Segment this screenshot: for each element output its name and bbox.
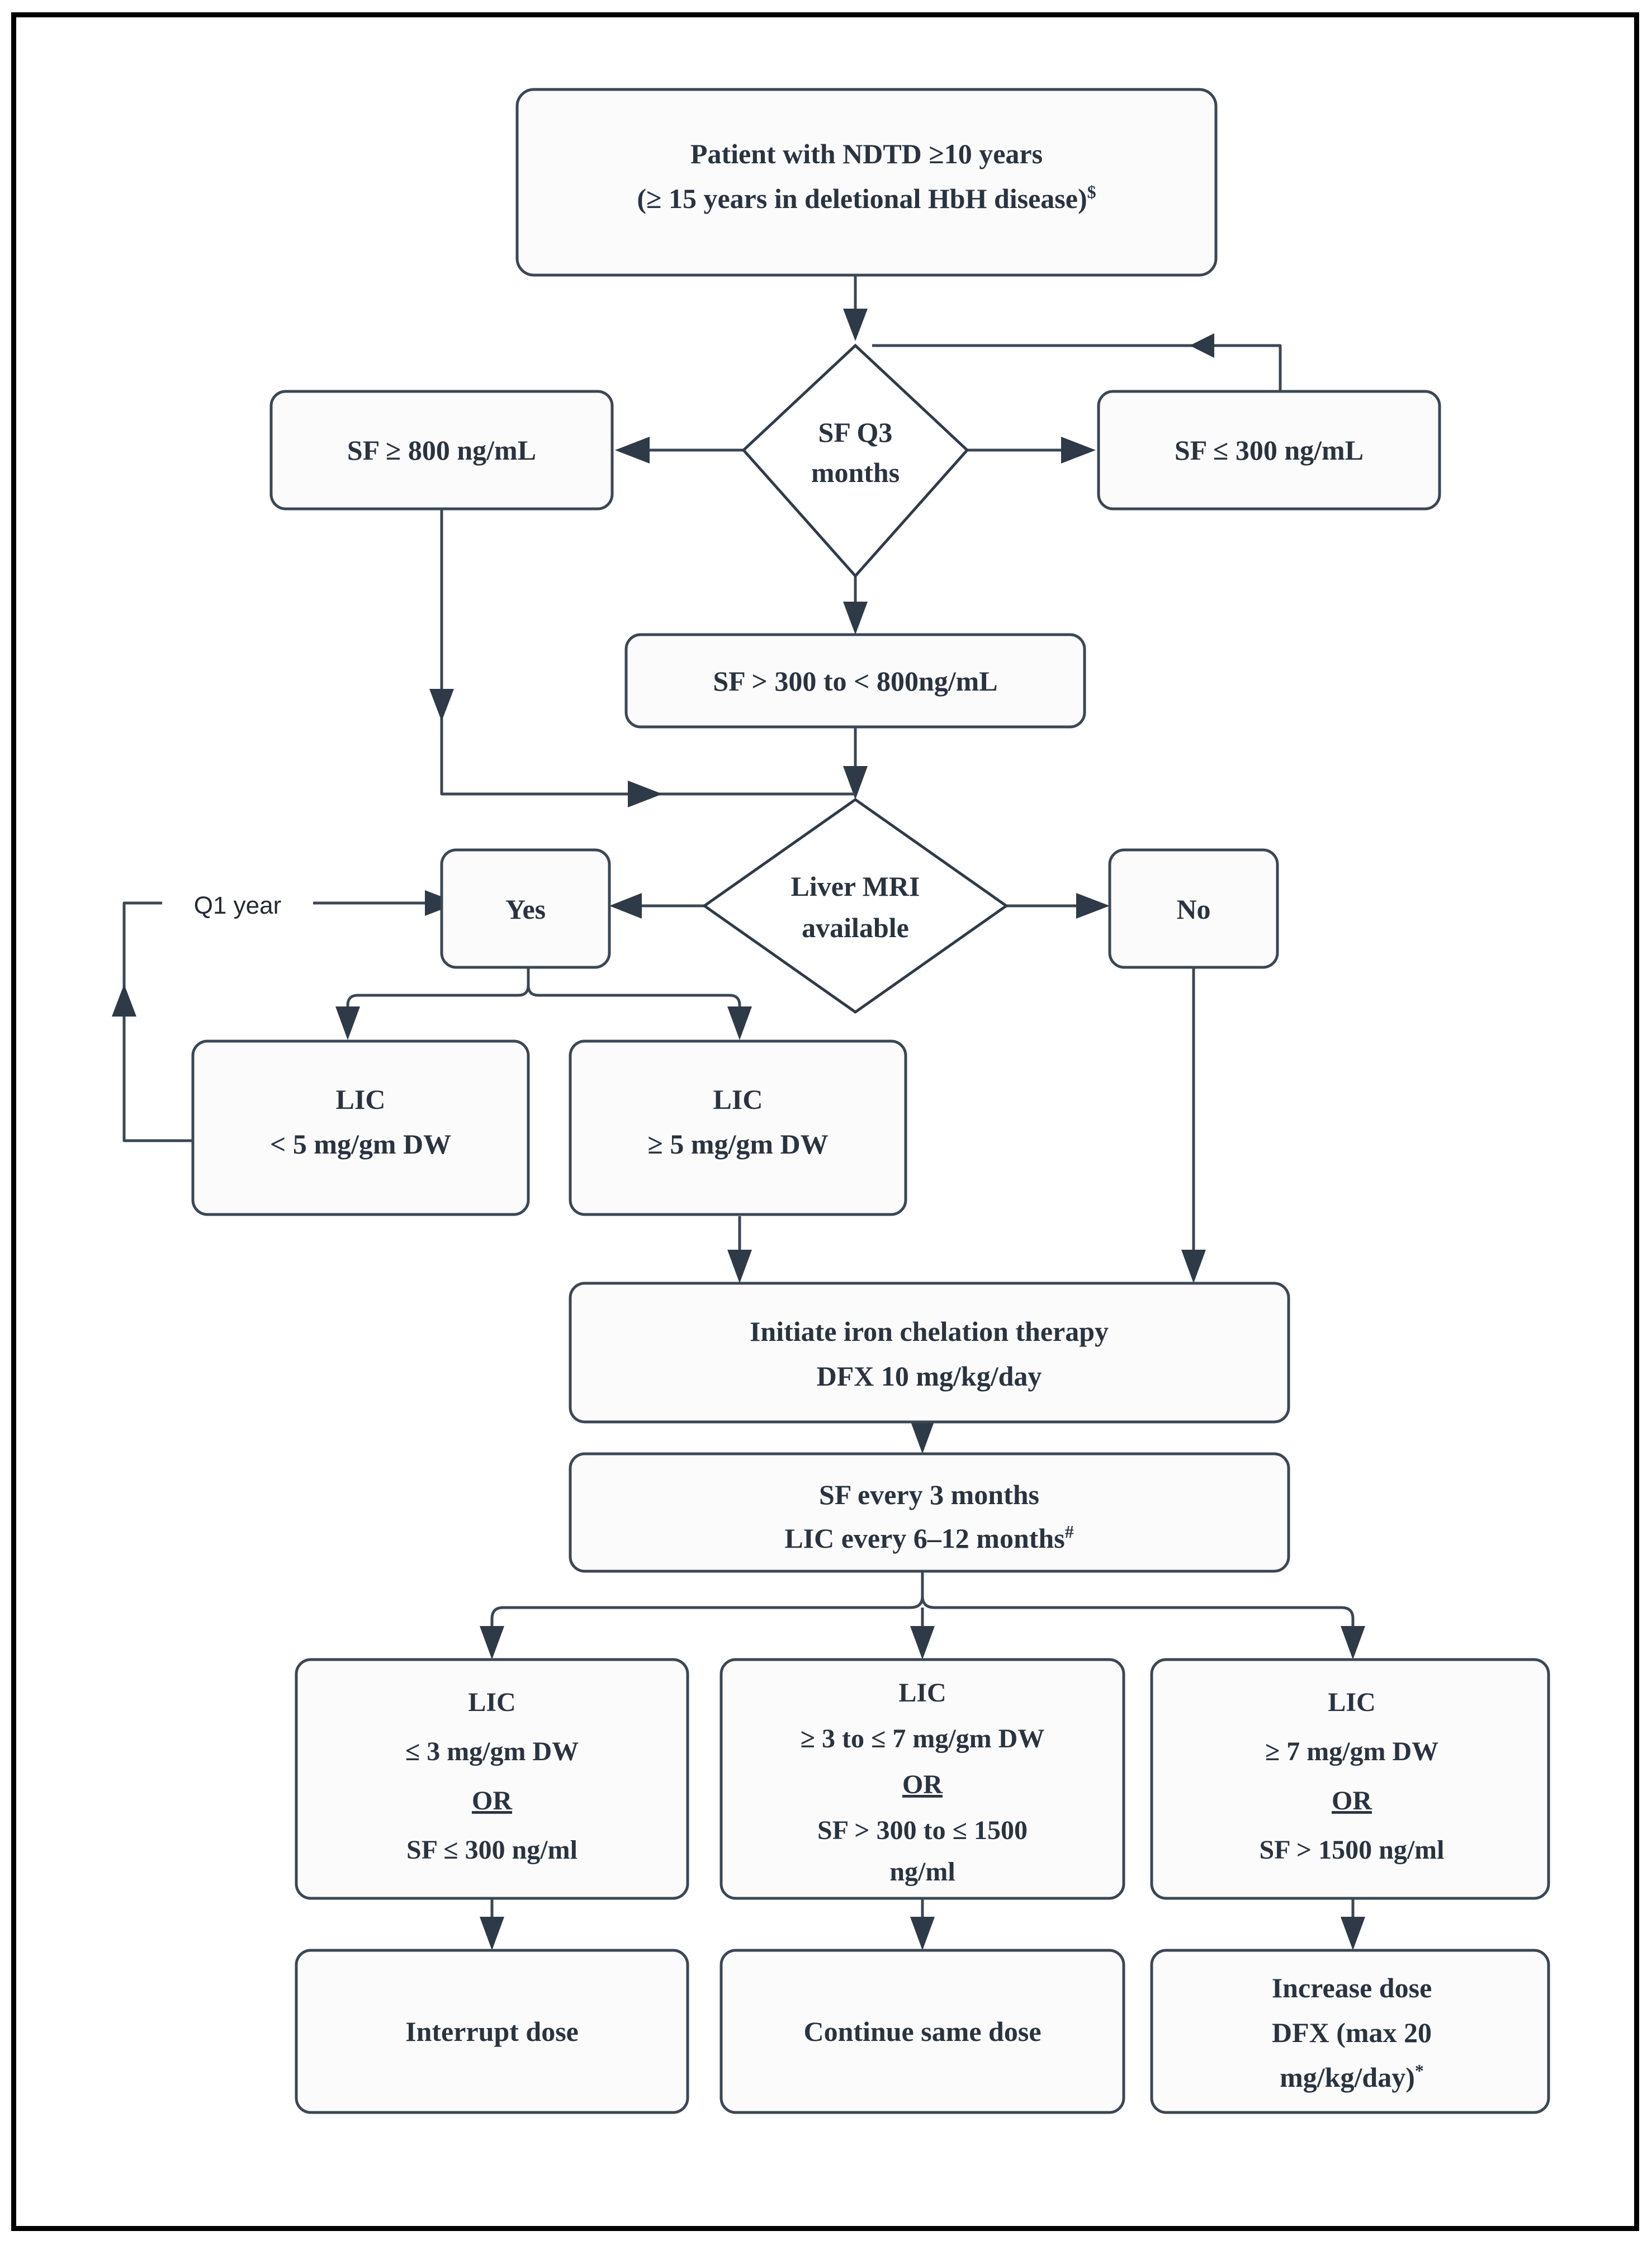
node-high-band-shape[interactable] [1150,1658,1550,1900]
node-initiate-chelation-line1: Initiate iron chelation therapy [750,1316,1109,1347]
node-initiate-chelation-shape[interactable] [569,1282,1290,1424]
node-sf-q3-line2: months [811,457,900,488]
edge-no-to-initiate [1181,967,1206,1283]
node-patient-line2: (≥ 15 years in deletional HbH disease)$ [637,182,1096,214]
node-liver-mri-diamond[interactable]: Liver MRI available [702,797,1009,1014]
node-interrupt-dose-shape[interactable] [295,1949,689,2114]
node-mid-band-shape[interactable] [720,1658,1125,1900]
node-sf-le-300-shape[interactable] [1097,390,1441,511]
node-lic-ge-5-shape[interactable] [569,1039,907,1216]
node-no-shape[interactable] [1108,848,1279,969]
node-lic-lt-5-line1: LIC [336,1084,386,1115]
node-increase-dose-shape[interactable] [1150,1949,1550,2114]
edge-sf800-to-livermri [429,509,855,807]
node-low-band-shape[interactable] [295,1658,689,1900]
node-increase-dose-line1: Increase dose [1272,1972,1432,2003]
edge-sf300-feedback-loop [872,333,1282,391]
edge-yes-fork [335,967,752,1040]
node-yes[interactable]: Yes [440,848,611,969]
node-liver-mri-line2: available [802,912,909,943]
node-low-band[interactable]: LIC ≤ 3 mg/gm DW OR SF ≤ 300 ng/ml [295,1658,689,1900]
edge-mid-to-continue [910,1898,935,1950]
node-monitoring-line2: LIC every 6–12 months# [784,1521,1073,1554]
node-high-band[interactable]: LIC ≥ 7 mg/gm DW OR SF > 1500 ng/ml [1150,1658,1550,1900]
q1-year-label-text: Q1 year [194,892,282,919]
page-border-frame [11,12,1639,2231]
edge-livermri-to-no [1005,893,1110,919]
node-lic-lt-5-line2: < 5 mg/gm DW [270,1128,451,1160]
node-sf-ge-800-label: SF ≥ 800 ng/mL [347,434,536,466]
node-patient-shape[interactable] [515,88,1218,277]
node-sf-q3-shape[interactable] [741,343,969,578]
node-continue-dose[interactable]: Continue same dose [720,1949,1125,2114]
node-patient[interactable]: Patient with NDTD ≥10 years (≥ 15 years … [515,88,1218,277]
node-liver-mri-line1: Liver MRI [791,871,920,902]
node-high-band-line4: SF > 1500 ng/ml [1260,1835,1445,1865]
edge-sfq3-to-sf300 [966,437,1096,464]
edge-monitor-fork [480,1571,1365,1660]
edge-label-q1-year: Q1 year [162,882,313,924]
node-yes-shape[interactable] [440,848,611,969]
node-no[interactable]: No [1108,848,1279,969]
node-sf-q3-line1: SF Q3 [818,417,893,448]
node-interrupt-dose-label: Interrupt dose [405,2016,579,2047]
node-lic-ge-5-line2: ≥ 5 mg/gm DW [647,1128,828,1160]
node-interrupt-dose[interactable]: Interrupt dose [295,1949,689,2114]
node-mid-band-line3: OR [902,1770,943,1799]
node-initiate-chelation[interactable]: Initiate iron chelation therapy DFX 10 m… [569,1282,1290,1424]
node-sf-ge-800[interactable]: SF ≥ 800 ng/mL [269,390,614,511]
node-increase-dose-line2: DFX (max 20 [1272,2017,1432,2048]
edge-livermri-to-yes [609,893,706,919]
edge-sfq3-to-sf800 [615,437,745,464]
edge-sfq3-to-sfmid [843,576,868,635]
node-continue-dose-label: Continue same dose [803,2016,1041,2047]
node-sf-mid-range-shape[interactable] [624,633,1086,729]
node-sf-mid-range-label: SF > 300 to < 800ng/mL [713,665,997,697]
node-liver-mri-shape[interactable] [702,797,1009,1014]
edge-lic-ge5-to-initiate [727,1216,752,1283]
node-mid-band-line4: SF > 300 to ≤ 1500 [817,1816,1028,1845]
node-continue-dose-shape[interactable] [720,1949,1125,2114]
node-high-band-line1: LIC [1328,1688,1375,1717]
node-initiate-chelation-line2: DFX 10 mg/kg/day [817,1360,1042,1392]
node-monitoring[interactable]: SF every 3 months LIC every 6–12 months# [569,1452,1290,1573]
edge-sfmid-to-livermri [843,727,868,800]
node-monitoring-shape[interactable] [569,1452,1290,1573]
node-high-band-line2: ≥ 7 mg/gm DW [1265,1737,1438,1766]
node-mid-band-line2: ≥ 3 to ≤ 7 mg/gm DW [801,1724,1045,1754]
node-increase-dose-line3: mg/kg/day)* [1280,2060,1424,2093]
node-low-band-line3: OR [472,1786,513,1816]
node-yes-label: Yes [505,894,546,925]
node-monitoring-line1: SF every 3 months [819,1479,1039,1510]
edge-high-to-increase [1341,1898,1365,1950]
node-increase-dose[interactable]: Increase dose DFX (max 20 mg/kg/day)* [1150,1949,1550,2114]
node-low-band-line2: ≤ 3 mg/gm DW [405,1737,579,1766]
node-sf-le-300-label: SF ≤ 300 ng/mL [1175,434,1364,466]
node-mid-band-line1: LIC [898,1678,946,1708]
node-no-label: No [1176,894,1210,925]
node-lic-lt-5-shape[interactable] [191,1039,530,1216]
edge-low-to-interrupt [480,1898,504,1950]
node-lic-ge-5-line1: LIC [713,1084,763,1115]
node-sf-mid-range[interactable]: SF > 300 to < 800ng/mL [624,633,1086,729]
node-low-band-line1: LIC [468,1688,515,1717]
node-sf-q3-diamond[interactable]: SF Q3 months [741,343,969,578]
q1-year-label-bg [162,882,313,924]
edge-patient-to-sfq3 [843,275,868,341]
node-sf-le-300[interactable]: SF ≤ 300 ng/mL [1097,390,1441,511]
node-patient-line1: Patient with NDTD ≥10 years [690,138,1043,169]
node-mid-band[interactable]: LIC ≥ 3 to ≤ 7 mg/gm DW OR SF > 300 to ≤… [720,1658,1125,1900]
node-lic-ge-5[interactable]: LIC ≥ 5 mg/gm DW [569,1039,907,1216]
node-high-band-line3: OR [1332,1786,1372,1816]
node-low-band-line4: SF ≤ 300 ng/ml [406,1835,578,1865]
node-lic-lt-5[interactable]: LIC < 5 mg/gm DW [191,1039,530,1216]
node-sf-ge-800-shape[interactable] [269,390,614,511]
node-mid-band-line5: ng/ml [889,1857,955,1887]
